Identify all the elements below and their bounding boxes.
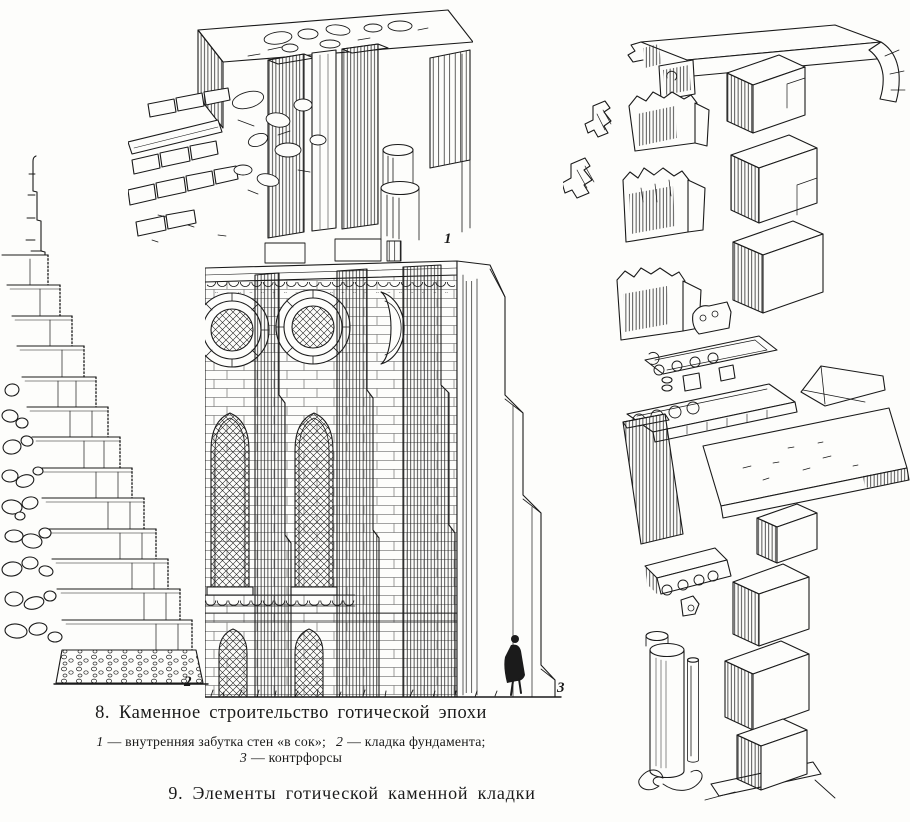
legend-entry: 1— внутренняя забутка стен «в сок»; (96, 734, 326, 749)
legend-entry-text: — контрфорсы (250, 750, 343, 765)
figure9-caption: 9. Элементы готической каменной кладки (92, 783, 612, 803)
figure8-legend-line2: 3— контрфорсы (25, 750, 557, 765)
figure9-number: 9. (168, 783, 184, 803)
figure8-foundation-drawing (0, 150, 212, 706)
legend-entry-text: — внутренняя забутка стен «в сок»; (107, 734, 326, 749)
marker-core: 1 (444, 231, 452, 247)
figure8-number: 8. (95, 703, 110, 723)
figure9-masonry-elements-drawing (563, 18, 910, 813)
figure8-wall-core-drawing (128, 0, 473, 255)
marker-buttresses: 3 (557, 680, 565, 696)
legend-entry-number: 1 (96, 734, 104, 749)
legend-entry-text: — кладка фундамента; (347, 734, 486, 749)
legend-entry-number: 2 (336, 734, 344, 749)
figure9-title: Элементы готической каменной кладки (192, 783, 536, 803)
legend-entry-number: 3 (239, 750, 247, 765)
figure8-caption: 8. Каменное строительство готической эпох… (25, 703, 557, 723)
figure8-buttress-wall-drawing (205, 235, 562, 700)
legend-entry: 3— контрфорсы (240, 750, 342, 765)
figure8-caption-block: 8. Каменное строительство готической эпох… (25, 703, 557, 765)
figure8-legend-line1: 1— внутренняя забутка стен «в сок»; 2— кл… (25, 734, 557, 749)
legend-entry: 2— кладка фундамента; (336, 734, 486, 749)
figure8-title: Каменное строительство готической эпохи (118, 703, 487, 723)
marker-foundation: 2 (184, 674, 192, 690)
